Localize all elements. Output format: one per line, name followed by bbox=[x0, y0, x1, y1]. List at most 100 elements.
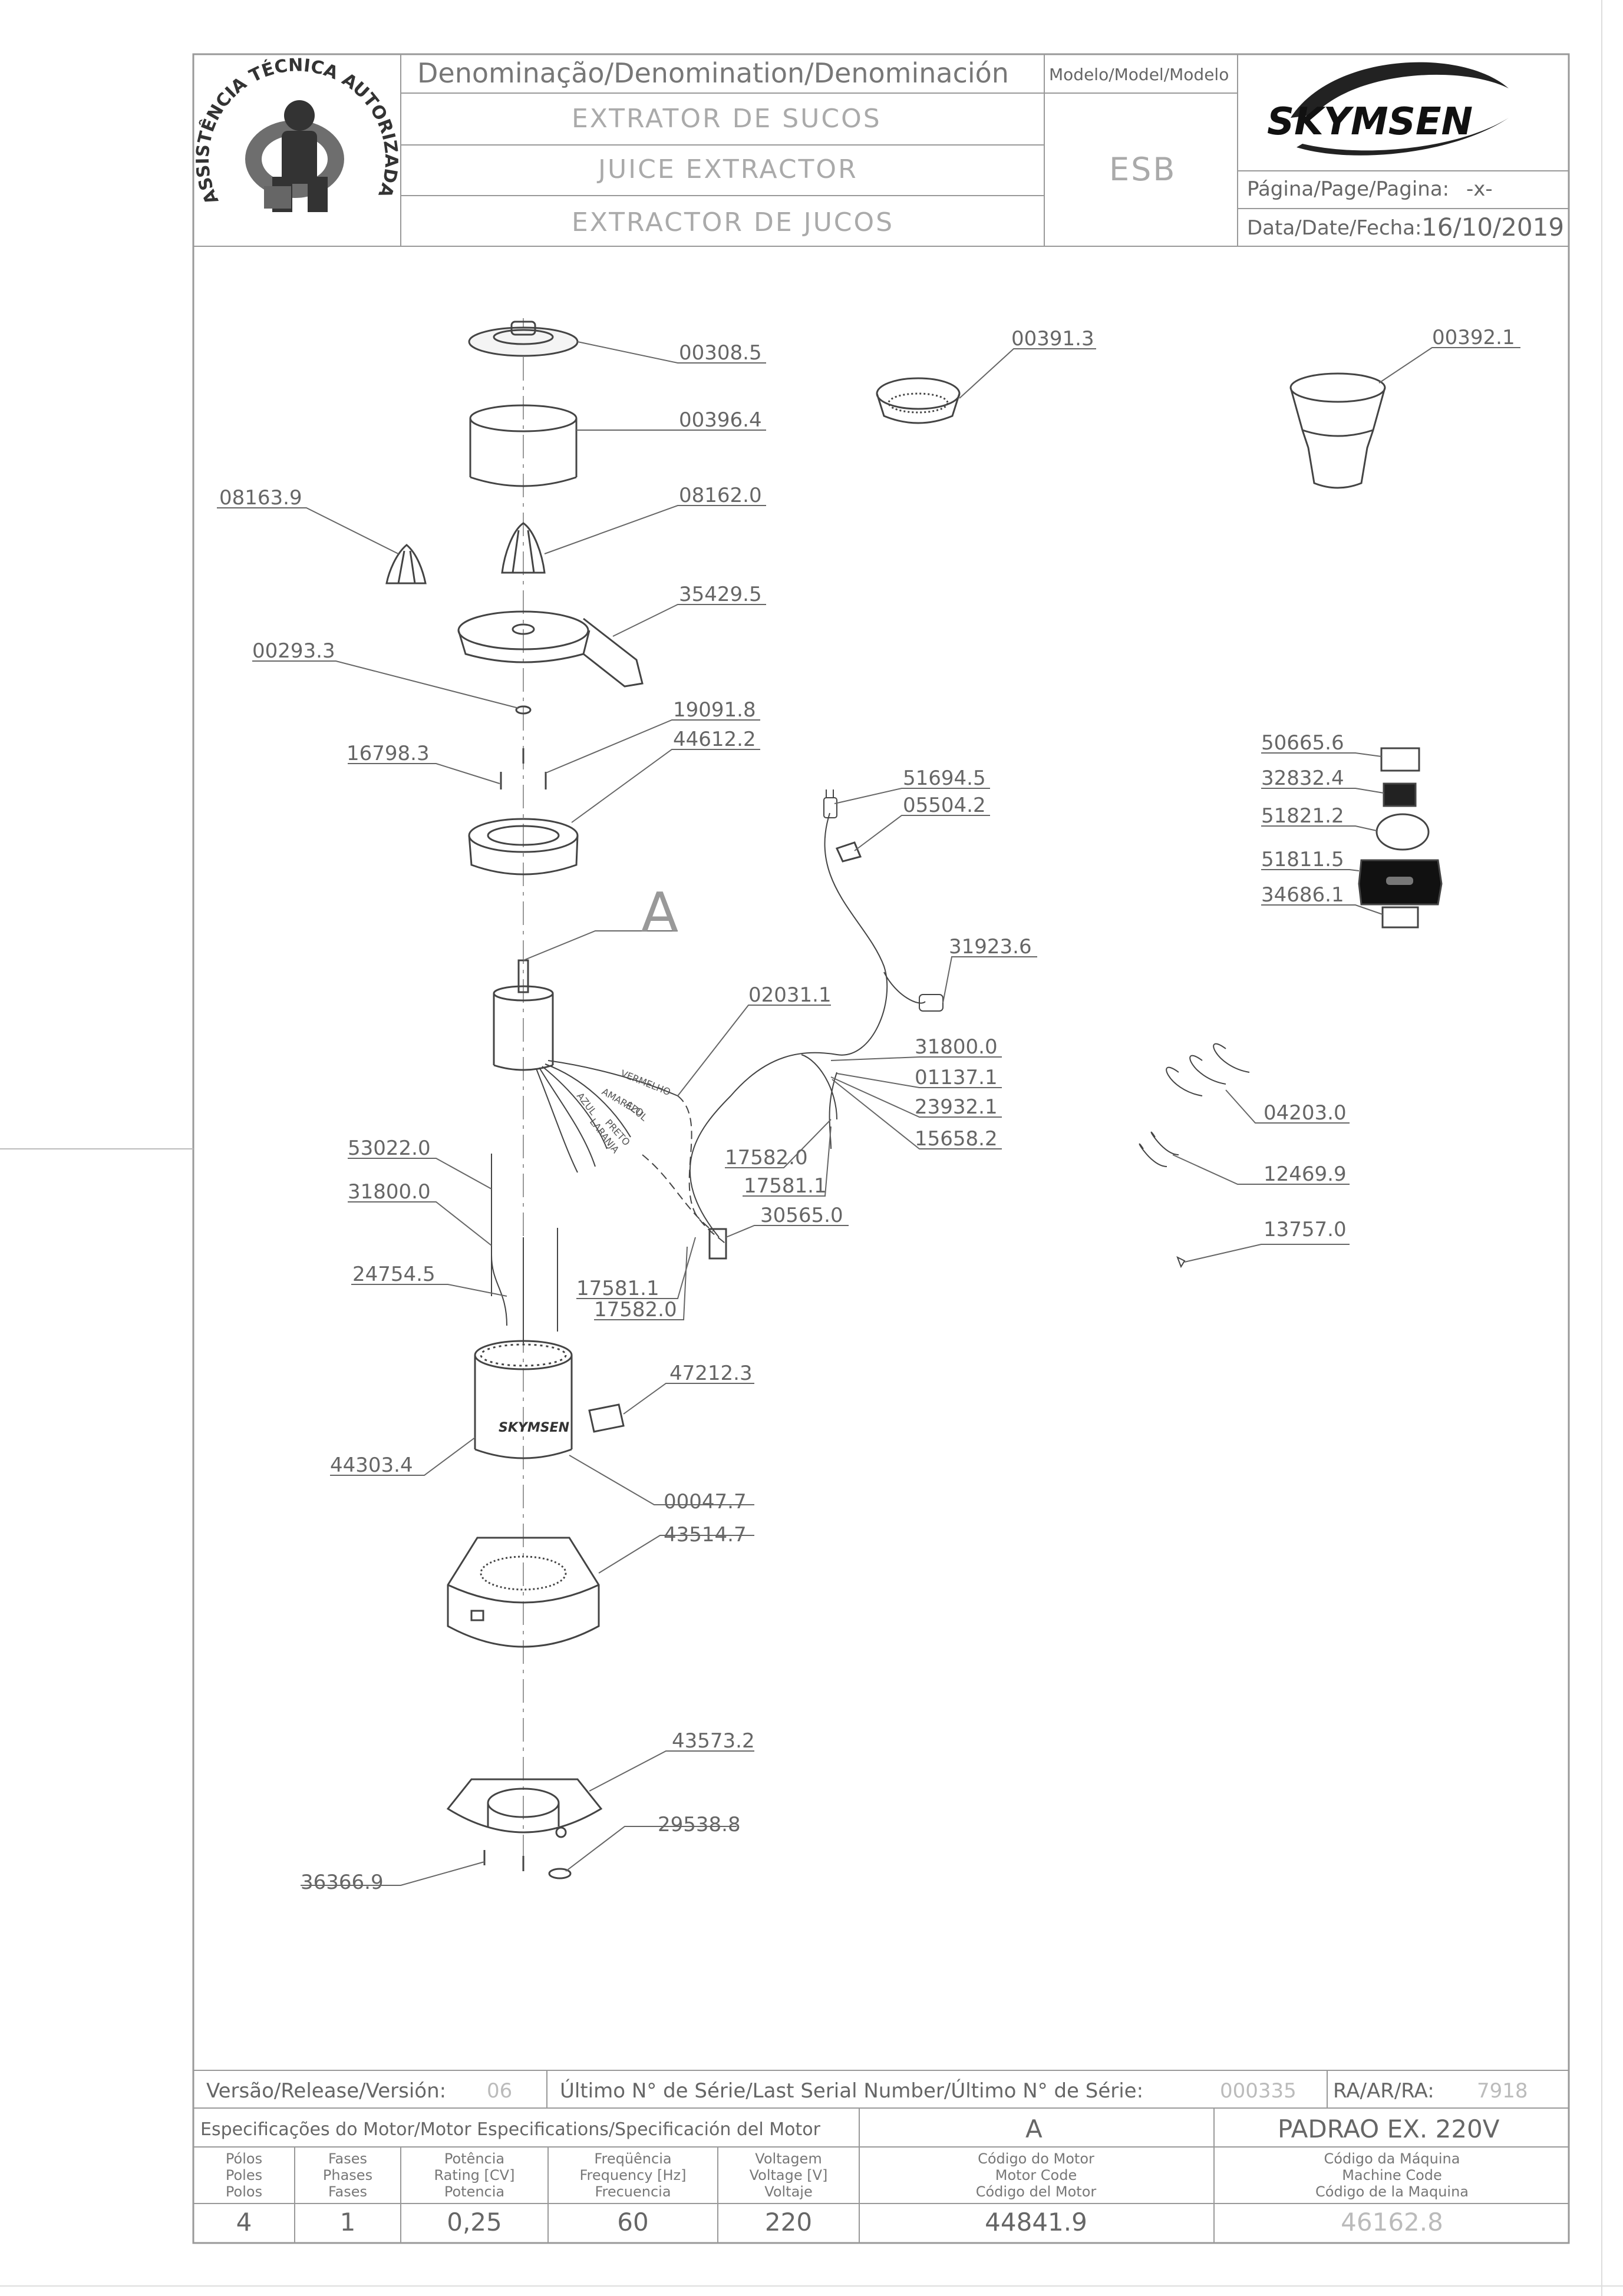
lid bbox=[468, 321, 579, 357]
cord-tag bbox=[835, 841, 862, 863]
svg-text:Freqüência: Freqüência bbox=[594, 2150, 671, 2167]
base-cover bbox=[447, 1537, 600, 1648]
part-number: 19091.8 bbox=[673, 698, 756, 722]
svg-text:Motor Code: Motor Code bbox=[995, 2167, 1077, 2183]
part-number: 13757.0 bbox=[1264, 1218, 1347, 1241]
part-number: 00308.5 bbox=[679, 341, 762, 365]
reamer-cone bbox=[501, 522, 546, 574]
footer-grid bbox=[193, 2070, 1569, 2243]
part-number: 05504.2 bbox=[903, 794, 986, 817]
ra-label: RA/AR/RA: bbox=[1333, 2079, 1434, 2103]
serial-value: 000335 bbox=[1220, 2079, 1297, 2103]
svg-text:Fases: Fases bbox=[328, 2183, 367, 2200]
serial-label bbox=[1381, 906, 1419, 929]
svg-text:Machine Code: Machine Code bbox=[1342, 2167, 1442, 2183]
svg-text:60: 60 bbox=[617, 2208, 648, 2236]
part-number: 01137.1 bbox=[915, 1066, 998, 1089]
svg-text:Código del Motor: Código del Motor bbox=[976, 2183, 1097, 2200]
black-label bbox=[1383, 782, 1417, 807]
page-label: Página/Page/Pagina: bbox=[1247, 177, 1449, 201]
motor-wires bbox=[536, 1060, 725, 1244]
motor bbox=[493, 959, 554, 1071]
date-value: 16/10/2019 bbox=[1421, 213, 1564, 242]
version-value: 06 bbox=[487, 2079, 512, 2103]
model-value: ESB bbox=[1109, 151, 1176, 188]
part-number: 00391.3 bbox=[1011, 327, 1094, 351]
part-number: 31923.6 bbox=[949, 935, 1032, 959]
part-number: 17581.1 bbox=[576, 1277, 659, 1300]
part-number: 08163.9 bbox=[219, 486, 302, 510]
part-number: 04203.0 bbox=[1264, 1101, 1347, 1125]
svg-text:1: 1 bbox=[340, 2208, 356, 2236]
svg-text:VERMELHO: VERMELHO bbox=[619, 1068, 672, 1098]
part-number: 30565.0 bbox=[760, 1204, 843, 1227]
model-label: Modelo/Model/Modelo bbox=[1049, 65, 1229, 84]
part-number: 43514.7 bbox=[664, 1523, 747, 1547]
part-number: 00392.1 bbox=[1432, 326, 1515, 349]
part-number: 00047.7 bbox=[664, 1490, 747, 1514]
svg-text:Phases: Phases bbox=[323, 2167, 372, 2183]
part-numbers: 00308.5 00396.4 08162.0 08163.9 35429.5 … bbox=[219, 326, 1515, 1894]
part-number: 00396.4 bbox=[679, 408, 762, 432]
parts-drawing: SKYMSEN bbox=[385, 321, 1443, 1879]
svg-text:Potência: Potência bbox=[444, 2150, 504, 2167]
svg-text:Código do Motor: Código do Motor bbox=[978, 2150, 1094, 2167]
part-number: 50665.6 bbox=[1261, 731, 1344, 755]
part-number: 23932.1 bbox=[915, 1095, 998, 1119]
svg-text:Frecuencia: Frecuencia bbox=[595, 2183, 671, 2200]
part-number: 16798.3 bbox=[347, 742, 430, 765]
warning-label bbox=[1380, 747, 1420, 772]
part-number: 34686.1 bbox=[1261, 883, 1344, 907]
svg-text:Pólos: Pólos bbox=[226, 2150, 262, 2167]
part-number: 36366.9 bbox=[301, 1871, 384, 1894]
washer bbox=[515, 705, 532, 715]
product-name-en: JUICE EXTRACTOR bbox=[596, 154, 858, 184]
page-value: -x- bbox=[1466, 177, 1493, 201]
part-number: 08162.0 bbox=[679, 484, 762, 507]
svg-text:Rating [CV]: Rating [CV] bbox=[434, 2167, 515, 2183]
part-number: 31800.0 bbox=[915, 1035, 998, 1059]
part-number: 29538.8 bbox=[658, 1813, 741, 1836]
svg-text:46162.8: 46162.8 bbox=[1341, 2208, 1443, 2236]
motor-detail: A bbox=[1025, 2115, 1043, 2143]
part-number: 24754.5 bbox=[352, 1263, 436, 1286]
part-number: 44612.2 bbox=[673, 728, 756, 751]
svg-text:SKYMSEN: SKYMSEN bbox=[1267, 100, 1473, 144]
part-number: 51821.2 bbox=[1261, 804, 1344, 828]
motor-housing bbox=[474, 1340, 573, 1459]
part-number: 02031.1 bbox=[748, 983, 832, 1007]
denomination-label: Denominação/Denomination/Denominación bbox=[417, 57, 1009, 89]
svg-text:Voltagem: Voltagem bbox=[755, 2150, 822, 2167]
part-number: 32832.4 bbox=[1261, 767, 1344, 790]
date-label: Data/Date/Fecha: bbox=[1247, 216, 1422, 240]
leader-lines bbox=[217, 341, 1520, 1886]
svg-text:220: 220 bbox=[765, 2208, 812, 2236]
wire-color-labels: VERMELHO AMARELO AZUL PRETO LARANJA AZUL bbox=[575, 1068, 672, 1155]
product-name-es: EXTRACTOR DE JUCOS bbox=[572, 207, 894, 237]
motor-spec-label: Especificações do Motor/Motor Especifica… bbox=[200, 2119, 821, 2140]
part-number: 00293.3 bbox=[252, 639, 335, 663]
part-number: 53022.0 bbox=[348, 1137, 431, 1160]
part-number: 17582.0 bbox=[725, 1146, 808, 1170]
part-number: 17581.1 bbox=[744, 1174, 827, 1198]
part-number: 12469.9 bbox=[1264, 1162, 1347, 1186]
svg-text:Poles: Poles bbox=[226, 2167, 262, 2183]
svg-text:Código de la Maquina: Código de la Maquina bbox=[1315, 2183, 1469, 2200]
part-number: 47212.3 bbox=[669, 1362, 753, 1385]
round-label bbox=[1375, 813, 1430, 851]
authorized-service-seal: ASSISTÊNCIA TÉCNICA AUTORIZADA bbox=[193, 55, 401, 212]
part-number: 51694.5 bbox=[903, 767, 986, 790]
svg-text:Voltage [V]: Voltage [V] bbox=[750, 2167, 828, 2183]
svg-text:44841.9: 44841.9 bbox=[985, 2208, 1087, 2236]
svg-text:Frequency [Hz]: Frequency [Hz] bbox=[580, 2167, 687, 2183]
bowl-spout bbox=[457, 610, 644, 688]
detail-marker: A bbox=[641, 881, 678, 944]
reamer-cone-small bbox=[385, 544, 427, 584]
switch-block bbox=[708, 1228, 727, 1260]
skymsen-logo: SKYMSEN bbox=[1267, 62, 1509, 156]
machine-variant: PADRAO EX. 220V bbox=[1278, 2115, 1500, 2143]
part-number: 51811.5 bbox=[1261, 848, 1344, 871]
ra-value: 7918 bbox=[1477, 2079, 1528, 2103]
svg-text:4: 4 bbox=[236, 2208, 252, 2236]
